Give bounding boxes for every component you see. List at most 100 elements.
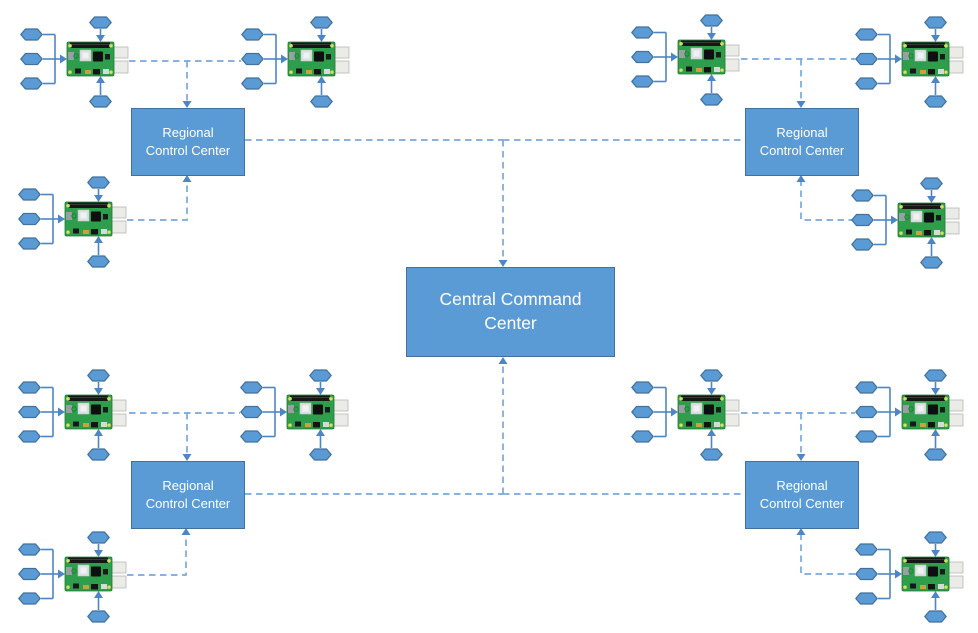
sensor-node-hexagon-icon bbox=[631, 405, 654, 419]
arrowhead bbox=[707, 33, 716, 40]
sensor-node-hexagon-icon bbox=[310, 16, 333, 29]
pi-cluster bbox=[18, 531, 127, 623]
sensor-node-hexagon-icon bbox=[855, 52, 878, 66]
arrowhead bbox=[317, 76, 326, 83]
sensor-node-hexagon-icon bbox=[89, 16, 112, 29]
pi-cluster bbox=[240, 369, 349, 461]
arrowhead bbox=[891, 215, 898, 225]
sensor-node-hexagon-icon bbox=[87, 255, 110, 268]
raspberry-pi-image bbox=[901, 41, 964, 77]
arrowhead bbox=[931, 591, 940, 598]
raspberry-pi-image bbox=[897, 202, 960, 238]
arrowhead bbox=[931, 550, 940, 557]
pi-cluster bbox=[18, 369, 127, 461]
sensor-node-hexagon-icon bbox=[631, 430, 654, 443]
arrowhead bbox=[931, 388, 940, 395]
arrowhead bbox=[94, 195, 103, 202]
dashed-connector bbox=[498, 140, 508, 267]
dashed-connector bbox=[127, 528, 191, 576]
arrowhead bbox=[316, 429, 325, 436]
raspberry-pi-image bbox=[287, 41, 350, 77]
sensor-node-hexagon-icon bbox=[855, 592, 878, 605]
arrowhead bbox=[707, 74, 716, 81]
raspberry-pi-image bbox=[66, 41, 129, 77]
raspberry-pi-image bbox=[64, 394, 127, 430]
pi-cluster bbox=[241, 16, 350, 108]
dashed-connector bbox=[182, 61, 192, 108]
arrowhead bbox=[671, 52, 678, 62]
sensor-node-hexagon-icon bbox=[18, 237, 41, 250]
arrowhead bbox=[94, 388, 103, 395]
arrowhead bbox=[94, 429, 103, 436]
central-command-center-box: Central Command Center bbox=[406, 267, 615, 357]
dashed-connector bbox=[796, 413, 806, 461]
arrowhead bbox=[182, 454, 192, 461]
arrowhead bbox=[796, 101, 806, 108]
arrowhead bbox=[707, 388, 716, 395]
sensor-node-hexagon-icon bbox=[855, 567, 878, 581]
sensor-node-hexagon-icon bbox=[851, 238, 874, 251]
sensor-node-hexagon-icon bbox=[241, 28, 264, 41]
raspberry-pi-image bbox=[64, 556, 127, 592]
sensor-node-hexagon-icon bbox=[855, 543, 878, 556]
regional-control-center-label: Regional Control Center bbox=[759, 477, 845, 511]
sensor-node-hexagon-icon bbox=[855, 28, 878, 41]
raspberry-pi-image bbox=[901, 394, 964, 430]
arrowhead bbox=[498, 357, 508, 364]
sensor-node-hexagon-icon bbox=[851, 189, 874, 202]
sensor-node-hexagon-icon bbox=[18, 188, 41, 201]
sensor-node-hexagon-icon bbox=[855, 77, 878, 90]
raspberry-pi-image bbox=[286, 394, 349, 430]
arrowhead bbox=[927, 196, 936, 203]
sensor-node-hexagon-icon bbox=[631, 75, 654, 88]
sensor-node-hexagon-icon bbox=[18, 543, 41, 556]
sensor-node-hexagon-icon bbox=[855, 405, 878, 419]
raspberry-pi-image bbox=[677, 39, 740, 75]
sensor-node-hexagon-icon bbox=[920, 256, 943, 269]
arrowhead bbox=[707, 429, 716, 436]
dashed-connector bbox=[796, 175, 855, 221]
arrowhead bbox=[94, 550, 103, 557]
pi-cluster bbox=[855, 16, 964, 108]
arrowhead bbox=[58, 214, 65, 224]
arrowhead bbox=[931, 76, 940, 83]
arrowhead bbox=[182, 175, 192, 182]
arrowhead bbox=[927, 237, 936, 244]
sensor-node-hexagon-icon bbox=[924, 95, 947, 108]
pi-cluster bbox=[631, 369, 740, 461]
pi-cluster bbox=[851, 177, 960, 269]
sensor-node-hexagon-icon bbox=[920, 177, 943, 190]
pi-cluster bbox=[631, 14, 740, 106]
dashed-connector bbox=[796, 59, 806, 108]
arrowhead bbox=[931, 35, 940, 42]
dashed-connector bbox=[182, 413, 192, 461]
regional-control-center-label: Regional Control Center bbox=[759, 124, 845, 158]
arrowhead bbox=[895, 54, 902, 64]
sensor-node-hexagon-icon bbox=[924, 531, 947, 544]
sensor-node-hexagon-icon bbox=[241, 77, 264, 90]
sensor-node-hexagon-icon bbox=[924, 448, 947, 461]
arrowhead bbox=[317, 35, 326, 42]
sensor-node-hexagon-icon bbox=[18, 405, 41, 419]
pi-cluster bbox=[855, 531, 964, 623]
arrowhead bbox=[182, 101, 192, 108]
sensor-node-hexagon-icon bbox=[700, 93, 723, 106]
pi-cluster bbox=[20, 16, 129, 108]
sensor-node-hexagon-icon bbox=[20, 52, 43, 66]
arrowhead bbox=[316, 388, 325, 395]
sensor-node-hexagon-icon bbox=[18, 212, 41, 226]
arrowhead bbox=[58, 569, 65, 579]
regional-control-center-label: Regional Control Center bbox=[145, 124, 231, 158]
raspberry-pi-image bbox=[64, 201, 127, 237]
sensor-node-hexagon-icon bbox=[87, 369, 110, 382]
sensor-node-hexagon-icon bbox=[20, 77, 43, 90]
sensor-node-hexagon-icon bbox=[924, 369, 947, 382]
sensor-node-hexagon-icon bbox=[87, 531, 110, 544]
central-command-center-label: Central Command Center bbox=[439, 289, 582, 333]
regional-control-center-box-top-left: Regional Control Center bbox=[131, 108, 245, 176]
dashed-connector bbox=[498, 357, 508, 494]
pi-cluster bbox=[18, 176, 127, 268]
sensor-node-hexagon-icon bbox=[20, 28, 43, 41]
